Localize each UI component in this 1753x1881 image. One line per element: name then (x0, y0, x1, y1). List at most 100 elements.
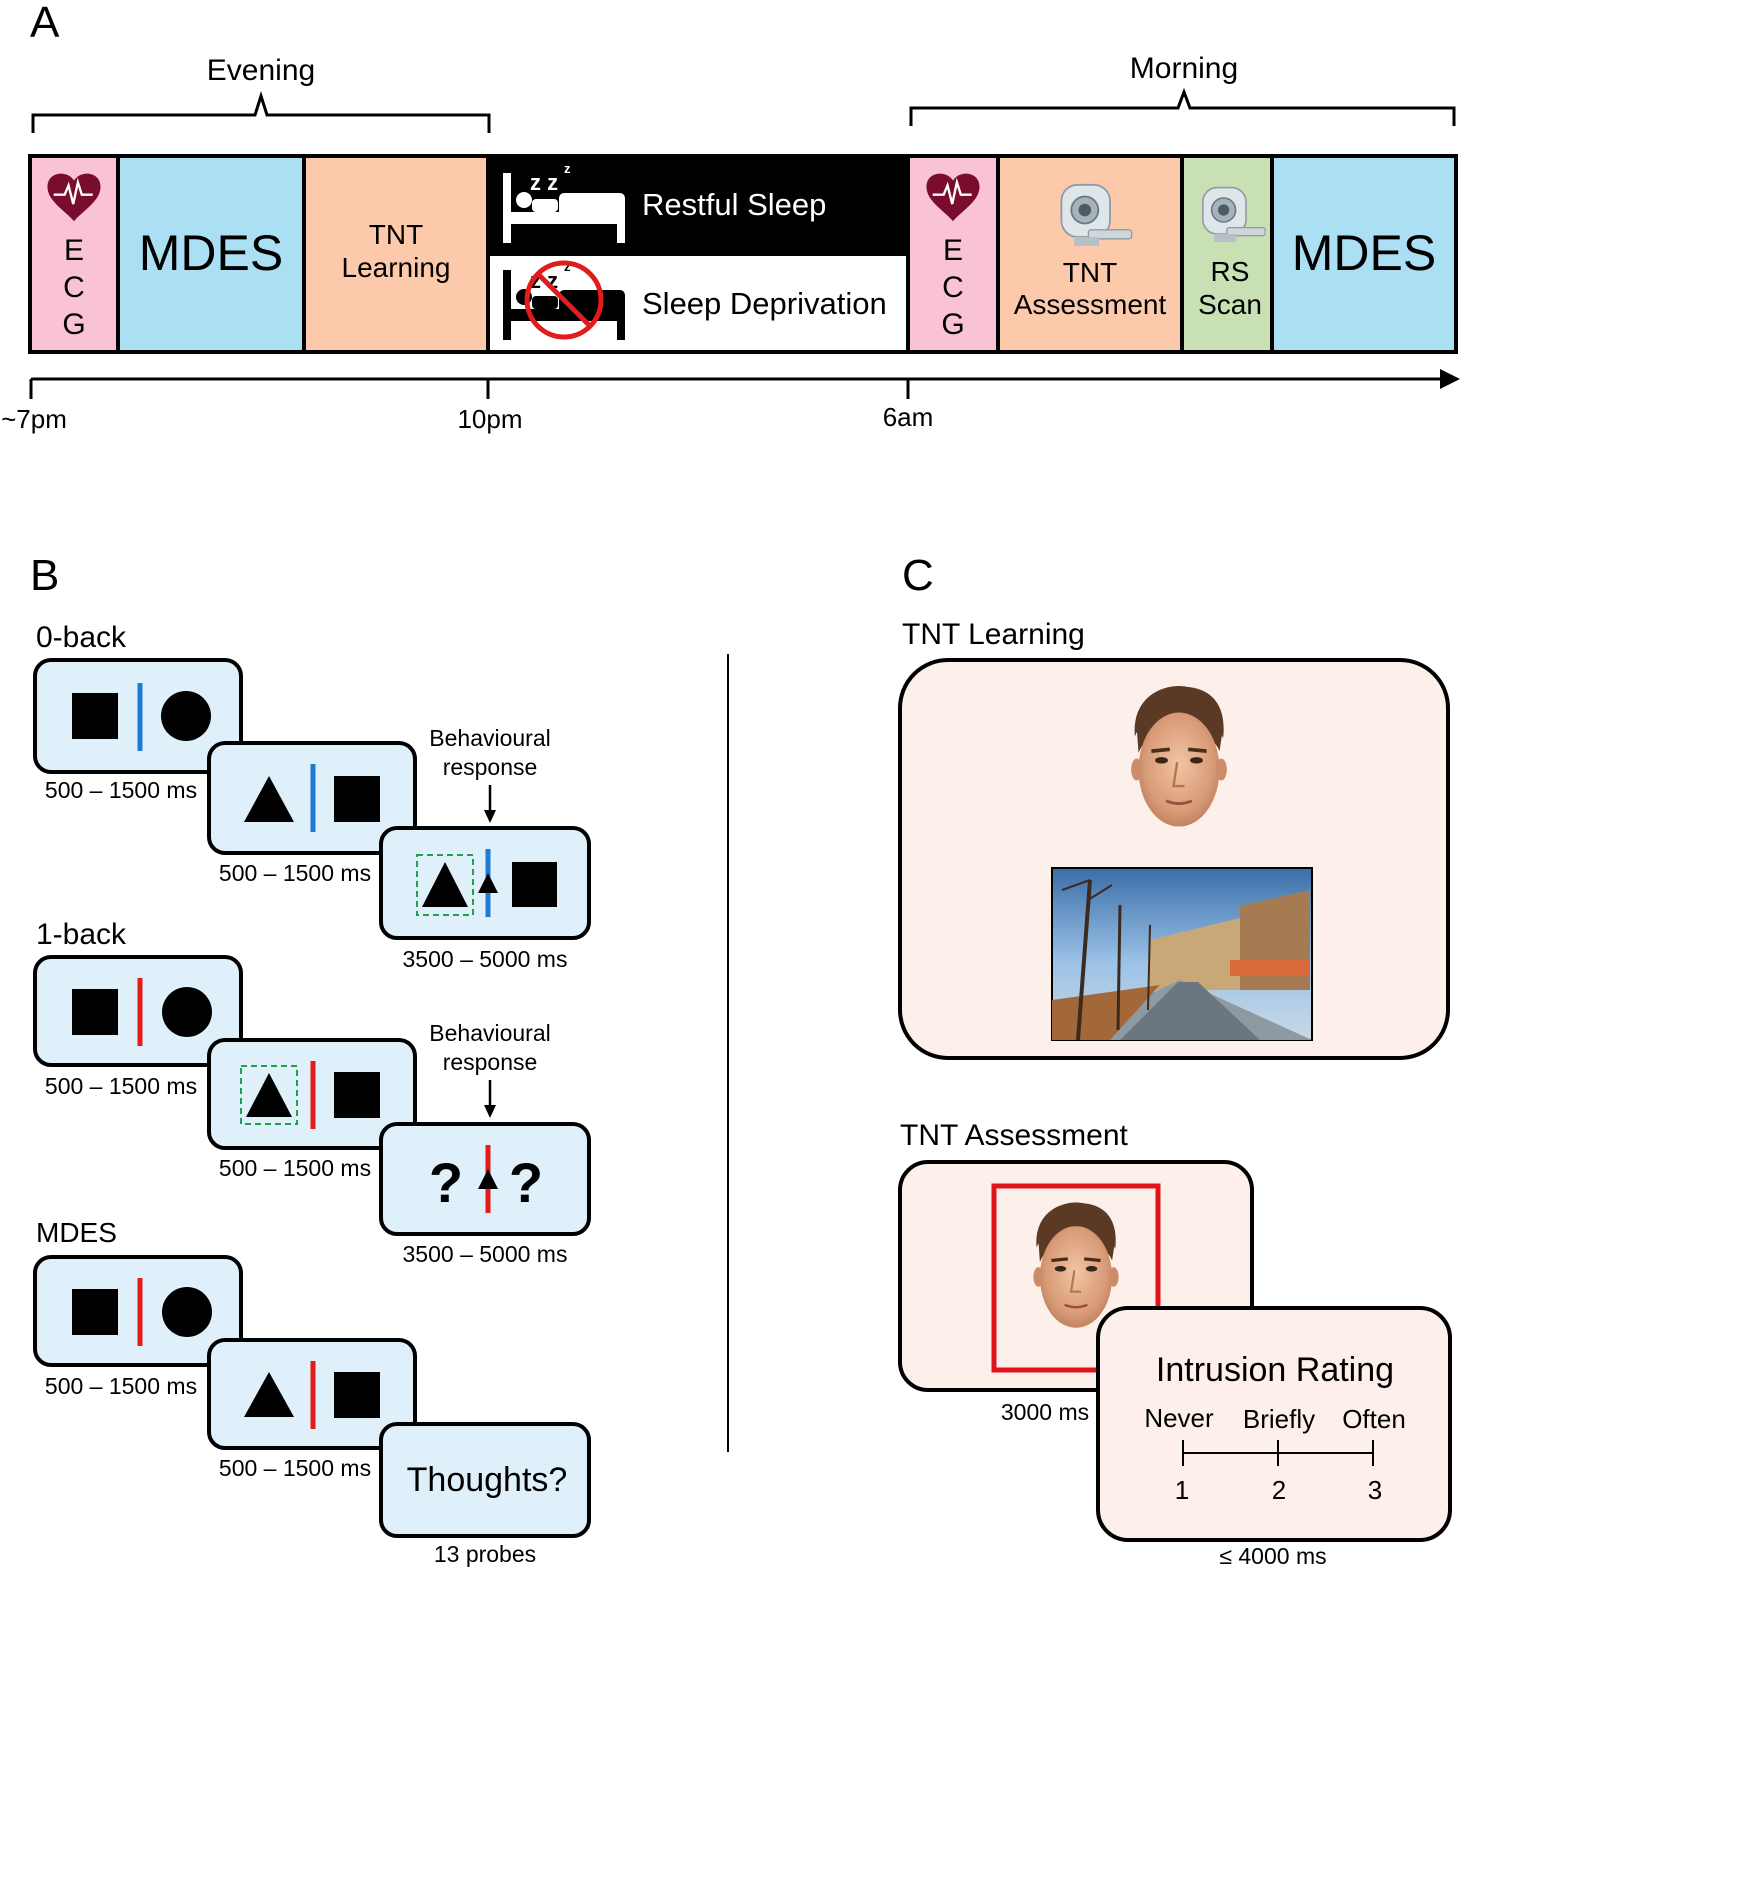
duration-label: 500 – 1500 ms (219, 1155, 371, 1181)
time-label: 6am (883, 402, 934, 432)
time-label: 10pm (457, 404, 522, 434)
brace-morning: Morning (909, 52, 1456, 126)
rating-value: 3 (1368, 1475, 1382, 1505)
square-shape (72, 989, 118, 1035)
square-shape (72, 693, 118, 739)
stimulus-screen (33, 955, 243, 1067)
zzz-icon-small: z (564, 259, 571, 274)
intrusion-rating-title: Intrusion Rating (1156, 1351, 1394, 1389)
circle-shape (161, 691, 211, 741)
panel-b: B 0-back 500 – 1500 ms 500 – 1500 ms Beh… (30, 551, 591, 1567)
response-label: response (443, 1049, 538, 1075)
rating-option: Never (1144, 1403, 1214, 1433)
stimulus-screen (33, 658, 243, 774)
duration-label: 500 – 1500 ms (45, 1073, 197, 1099)
circle-shape (162, 987, 212, 1037)
triangle-shape (244, 1372, 294, 1417)
duration-label: 3000 ms (1001, 1399, 1089, 1425)
mdes-block-evening: MDES (116, 154, 306, 354)
zero-back-label: 0-back (36, 621, 127, 654)
tnt-assessment-line2: Assessment (1014, 289, 1167, 320)
rating-option: Often (1342, 1404, 1406, 1434)
rs-scan-line2: Scan (1198, 289, 1262, 320)
duration-label: 500 – 1500 ms (45, 1373, 197, 1399)
panel-a: A Evening Morning E C G MDES TNT Learnin… (1, 0, 1460, 434)
mdes-label: MDES (36, 1217, 117, 1248)
probe-screen: ? ? (379, 1122, 591, 1236)
ecg-letter: G (941, 308, 964, 341)
rating-option: Briefly (1243, 1404, 1315, 1434)
rating-scale (1182, 1440, 1374, 1466)
tnt-assessment-line1: TNT (1063, 257, 1117, 288)
mdes-block-label: MDES (1292, 225, 1436, 281)
arrow-down-icon (484, 1080, 496, 1118)
zero-back-sequence: 0-back 500 – 1500 ms 500 – 1500 ms Behav… (33, 621, 591, 972)
circle-shape (162, 1287, 212, 1337)
panel-a-letter: A (30, 0, 60, 47)
question-mark: ? (429, 1151, 463, 1214)
square-shape (334, 1072, 380, 1118)
rating-value: 1 (1175, 1475, 1189, 1505)
time-axis: ~7pm 10pm 6am (1, 369, 1460, 434)
duration-label: 500 – 1500 ms (219, 1455, 371, 1481)
stimulus-screen (207, 741, 417, 855)
question-mark: ? (509, 1151, 543, 1214)
rs-scan-block: RS Scan (1180, 154, 1274, 354)
duration-label: 500 – 1500 ms (45, 777, 197, 803)
sleep-deprivation-block: z z z Sleep Deprivation (486, 252, 910, 354)
street-scene-image (1051, 867, 1313, 1041)
mdes-block-morning: MDES (1270, 154, 1458, 354)
bed-icon (503, 173, 625, 243)
cue-frame (991, 1183, 1161, 1373)
stimulus-screen (207, 1338, 417, 1450)
response-label: response (443, 754, 538, 780)
zzz-icon: z z (530, 170, 558, 195)
ecg-block-evening: E C G (28, 154, 120, 354)
square-shape (334, 776, 380, 822)
target-highlight (416, 854, 474, 916)
probe-screen: Thoughts? (379, 1422, 591, 1538)
arrow-down-icon (484, 785, 496, 823)
panel-b-letter: B (30, 551, 59, 600)
brace-evening: Evening (31, 54, 491, 133)
duration-label: 3500 – 5000 ms (403, 1241, 568, 1267)
brace-evening-label: Evening (207, 54, 315, 87)
ecg-block-morning: E C G (906, 154, 1000, 354)
duration-label: 500 – 1500 ms (219, 860, 371, 886)
tnt-learning-line1: TNT (369, 219, 423, 250)
restful-sleep-block: z z z Restful Sleep (486, 154, 910, 256)
ecg-letter: E (943, 234, 963, 267)
triangle-shape (246, 1073, 292, 1117)
probe-screen (379, 826, 591, 940)
rating-value: 2 (1272, 1475, 1286, 1505)
triangle-shape (244, 776, 294, 822)
zzz-icon-small: z (564, 161, 571, 176)
intrusion-rating-screen: Intrusion Rating Never Briefly Often 1 2… (1096, 1306, 1452, 1542)
tnt-learning-line2: Learning (342, 252, 451, 283)
tnt-assessment-label: TNT Assessment (900, 1119, 1129, 1152)
thoughts-probe: Thoughts? (407, 1461, 568, 1499)
ecg-letter: G (62, 308, 85, 341)
restful-sleep-label: Restful Sleep (642, 187, 826, 222)
arrow-up-icon (478, 873, 498, 893)
duration-label: ≤ 4000 ms (1219, 1543, 1326, 1569)
panel-c-letter: C (902, 551, 934, 600)
probe-count-label: 13 probes (434, 1541, 536, 1567)
arrow-up-icon (478, 1169, 498, 1189)
no-sleep-icon (524, 260, 604, 340)
response-label: Behavioural (429, 1020, 550, 1046)
ecg-letter: C (63, 271, 85, 304)
ecg-letter: C (942, 271, 964, 304)
response-label: Behavioural (429, 725, 550, 751)
rs-scan-line1: RS (1211, 256, 1250, 287)
mdes-block-label: MDES (139, 225, 283, 281)
square-shape (72, 1289, 118, 1335)
tnt-assessment-block: TNT Assessment (996, 154, 1184, 354)
duration-label: 3500 – 5000 ms (403, 946, 568, 972)
one-back-label: 1-back (36, 918, 127, 951)
sleep-deprivation-label: Sleep Deprivation (642, 286, 887, 321)
tnt-learning-block: TNT Learning (302, 154, 490, 354)
panel-c: C TNT Learning TNT Assessment (898, 551, 1452, 1569)
one-back-sequence: 1-back 500 – 1500 ms 500 – 1500 ms Behav… (33, 918, 591, 1267)
tnt-learning-label: TNT Learning (902, 618, 1085, 651)
